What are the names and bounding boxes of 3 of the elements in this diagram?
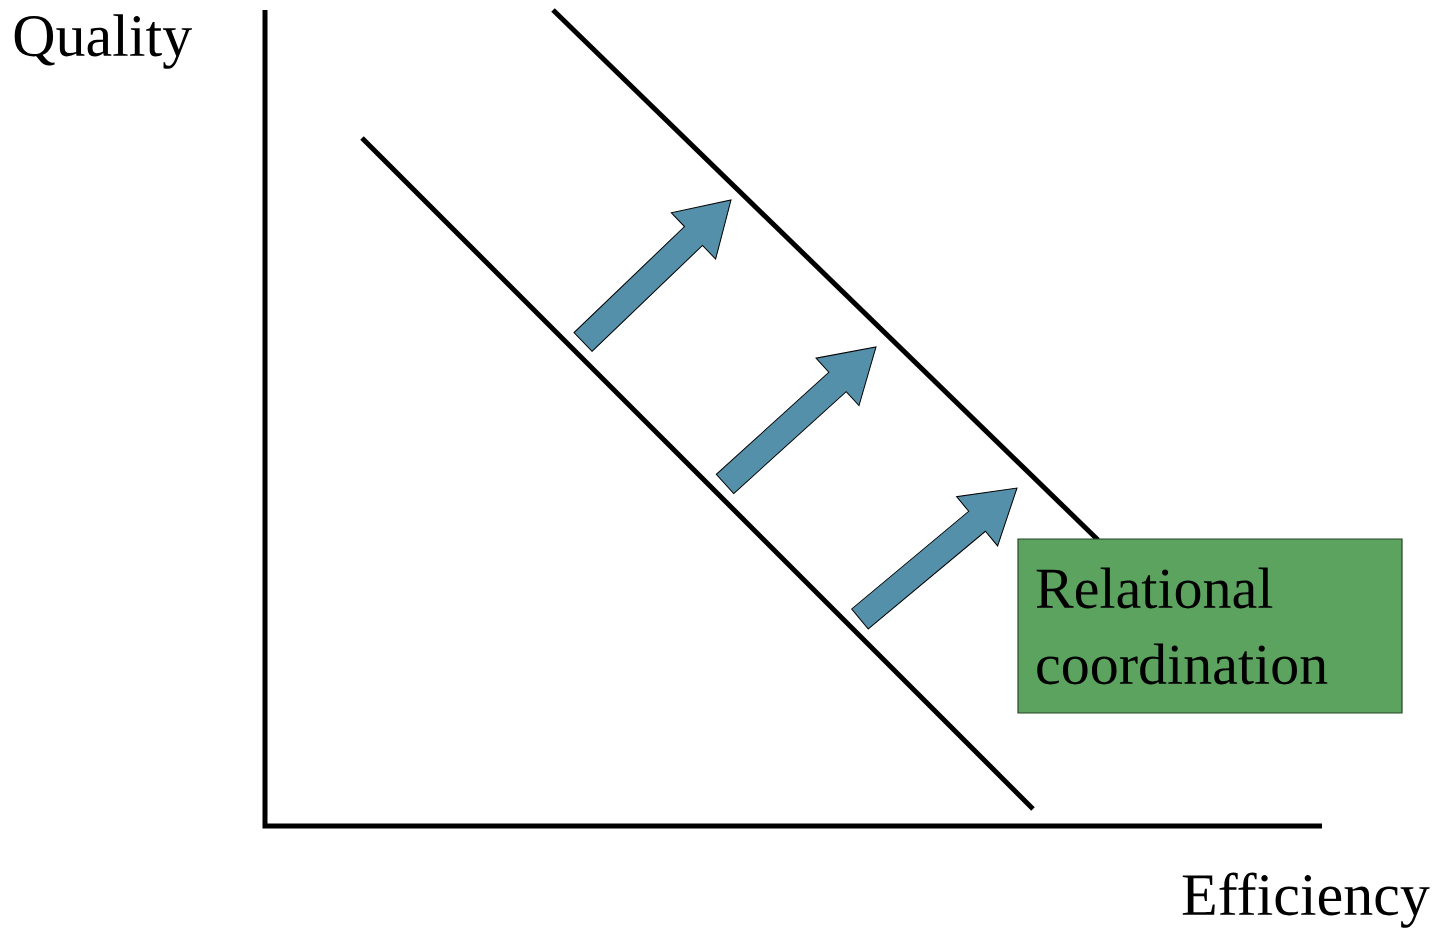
axis-label: Quality bbox=[14, 14, 192, 69]
axis-label: Efficiency bbox=[1182, 872, 1430, 928]
label-box: Relational coordination bbox=[1017, 538, 1403, 714]
